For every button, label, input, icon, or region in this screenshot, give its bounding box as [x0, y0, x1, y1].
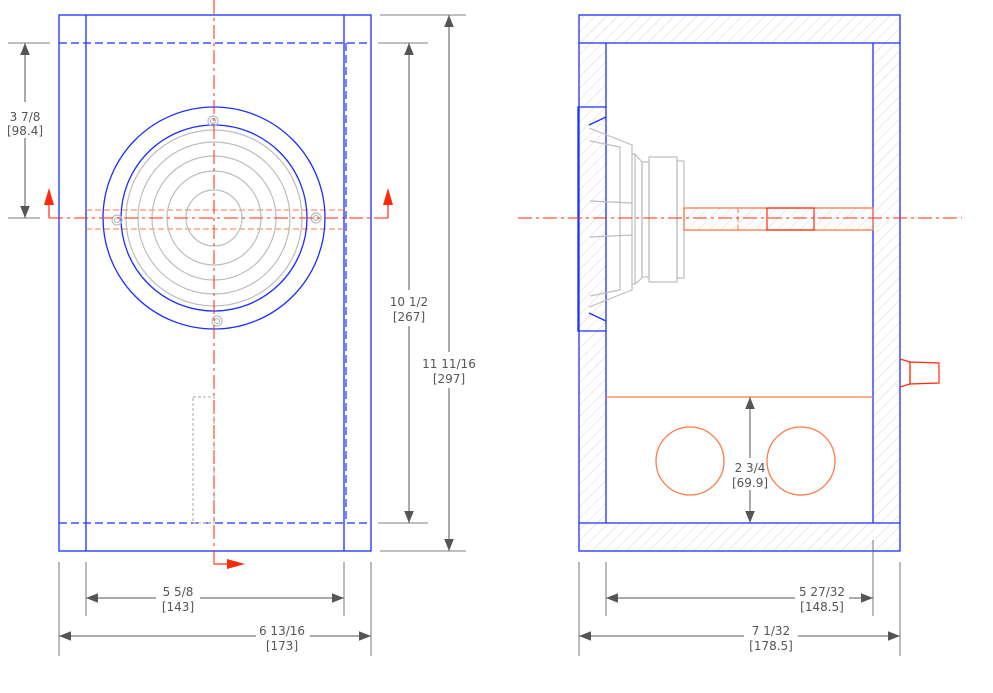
- section-arrow-icon: [214, 559, 245, 569]
- dimension-inner-height: 10 1/2 [267]: [378, 42, 428, 524]
- coupler-block: [766, 207, 815, 231]
- enclosure-outline: [578, 14, 901, 552]
- enclosure-outline: [58, 14, 372, 552]
- dimension-outer-height: 11 11/16 [297]: [380, 14, 476, 552]
- front-view: 3 7/8 [98.4] 10 1/2 [267] 11 11/16 [297]…: [7, 0, 476, 656]
- recess-chamfer: [588, 116, 607, 322]
- dimension-label: [143]: [162, 600, 194, 614]
- dimension-label: 7 1/32: [752, 624, 790, 638]
- baffle-recess: [577, 106, 606, 332]
- dimension-label: [98.4]: [7, 124, 43, 138]
- dimension-baffle-offset: 3 7/8 [98.4]: [7, 42, 50, 219]
- dimension-inner-depth: 5 27/32 [148.5]: [605, 540, 874, 616]
- dimension-label: [178.5]: [749, 639, 793, 653]
- screw-hole-icon: [207, 115, 219, 127]
- dimension-inner-width: 5 5/8 [143]: [85, 562, 345, 616]
- dimension-outer-depth: 7 1/32 [178.5]: [578, 562, 901, 656]
- hidden-port: [192, 396, 215, 524]
- terminal-port: [899, 358, 940, 388]
- dimension-chamber-height: 2 3/4 [69.9]: [732, 397, 768, 523]
- dimension-label: [297]: [433, 372, 465, 386]
- side-section-view: 2 3/4 [69.9] 5 27/32 [148.5] 7 1/32 [178…: [518, 14, 962, 656]
- dimension-label: 6 13/16: [259, 624, 305, 638]
- dimension-label: [173]: [266, 639, 298, 653]
- dimension-label: [148.5]: [800, 600, 844, 614]
- dimension-label: 5 27/32: [799, 585, 845, 599]
- dimension-outer-width: 6 13/16 [173]: [58, 562, 372, 656]
- dimension-label: 11 11/16: [422, 357, 476, 371]
- port-hole: [766, 426, 836, 496]
- section-arrow-icon: [44, 188, 54, 218]
- section-arrow-icon: [383, 188, 393, 218]
- dimension-label: 10 1/2: [390, 295, 428, 309]
- port-hole: [655, 426, 725, 496]
- dimension-label: 5 5/8: [163, 585, 194, 599]
- dimension-label: 2 3/4: [735, 461, 766, 475]
- dimension-label: [69.9]: [732, 476, 768, 490]
- hatched-walls: [579, 15, 900, 551]
- dimension-label: [267]: [393, 310, 425, 324]
- dimension-label: 3 7/8: [10, 110, 41, 124]
